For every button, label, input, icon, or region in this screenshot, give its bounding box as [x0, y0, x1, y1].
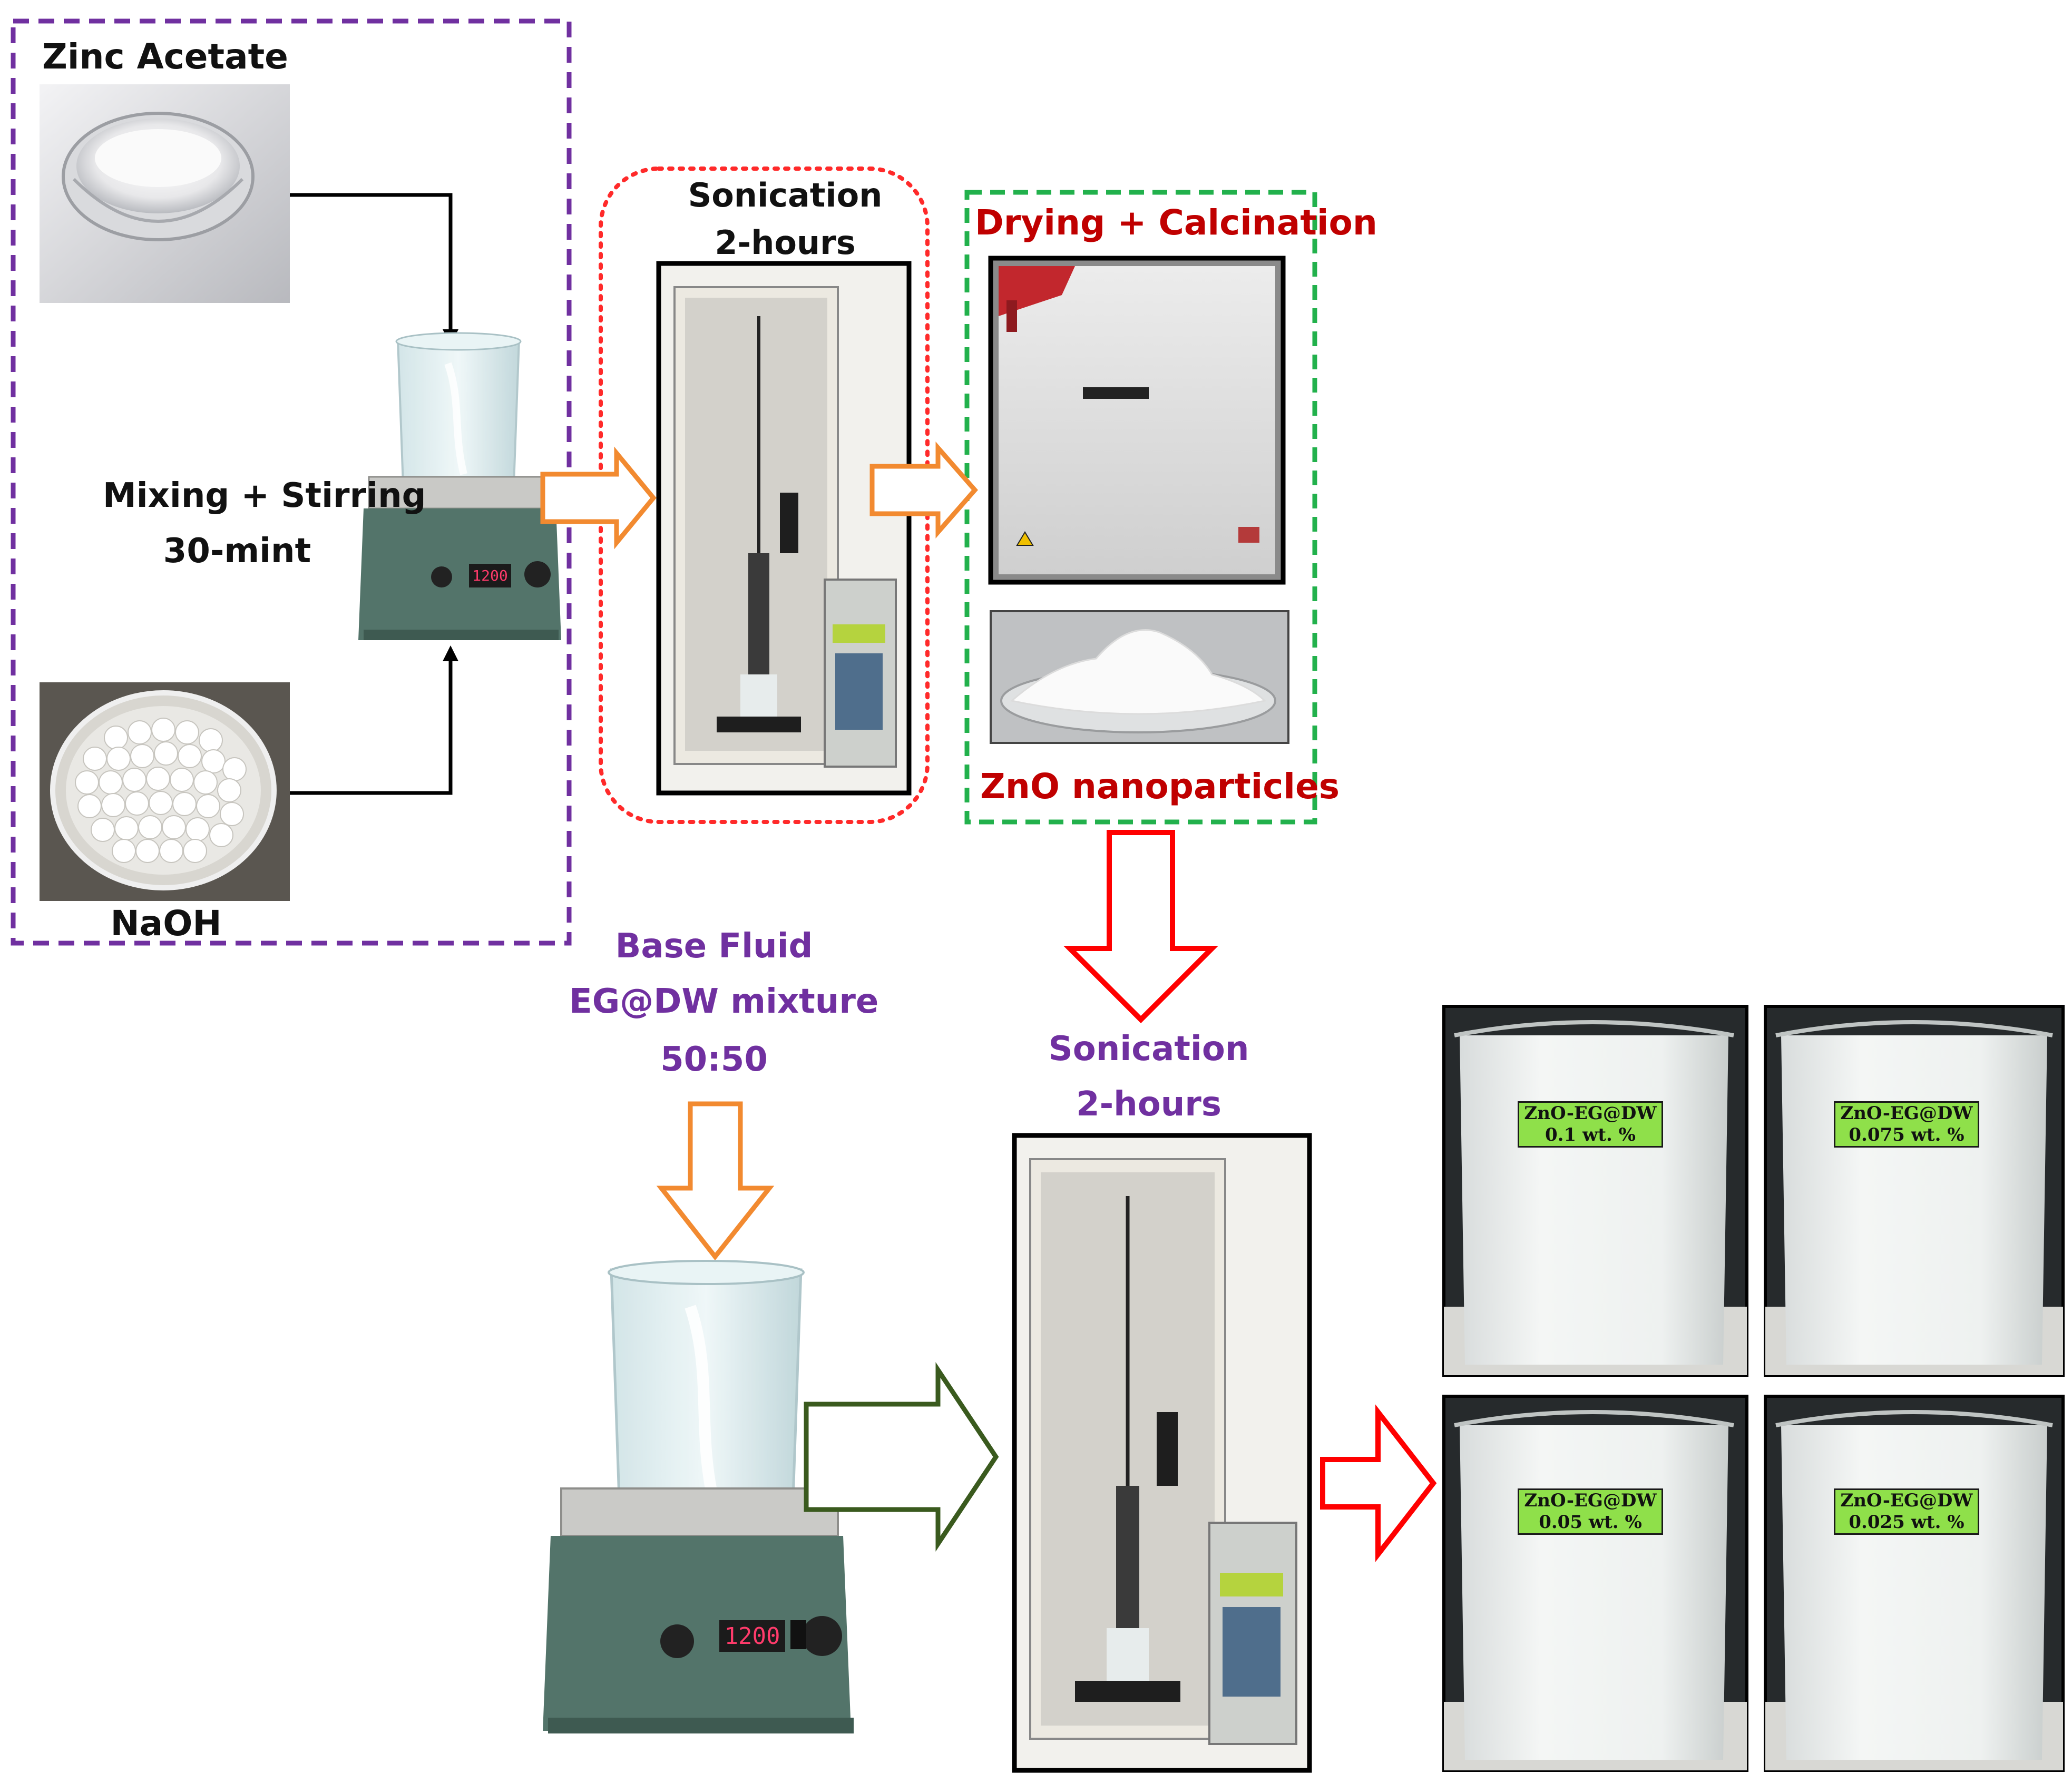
sample-name-1: ZnO-EG@DW — [1524, 1103, 1657, 1124]
stirrer-large-display: 1200 — [724, 1623, 780, 1650]
sonication1-label-line2: 2-hours — [715, 223, 856, 262]
arrow-to-drying — [869, 442, 978, 538]
drying-group-box — [964, 190, 1317, 825]
stirrer-small-display: 1200 — [472, 567, 508, 584]
sample-jar-photo-4 — [1764, 1395, 2065, 1772]
arrow-down-to-sonication2 — [1063, 830, 1219, 1024]
mixing-label-line2: 30-mint — [163, 532, 311, 571]
sample-name-3: ZnO-EG@DW — [1524, 1490, 1657, 1511]
naoh-connector-arrowhead — [443, 645, 458, 661]
sonication2-label-line1: Sonication — [1048, 1030, 1249, 1069]
zinc-connector-line — [290, 193, 453, 332]
sample-conc-3: 0.05 wt. % — [1539, 1511, 1642, 1533]
sample-conc-1: 0.1 wt. % — [1545, 1124, 1636, 1145]
sample-label-4: ZnO-EG@DW 0.025 wt. % — [1834, 1488, 1979, 1535]
sample-label-3: ZnO-EG@DW 0.05 wt. % — [1518, 1488, 1663, 1535]
arrow-to-sonication — [540, 446, 657, 550]
sonicator-photo-2 — [1012, 1133, 1312, 1773]
arrow-down-to-stirrer — [656, 1101, 775, 1261]
arrow-to-samples — [1320, 1404, 1437, 1562]
sample-jar-photo-3 — [1442, 1395, 1748, 1772]
sonication2-label-line2: 2-hours — [1076, 1085, 1221, 1124]
base-fluid-label-line2: EG@DW mixture — [569, 982, 879, 1021]
sample-conc-2: 0.075 wt. % — [1849, 1124, 1965, 1145]
sample-name-2: ZnO-EG@DW — [1840, 1103, 1973, 1124]
naoh-connector-line — [290, 659, 453, 795]
base-fluid-label-line1: Base Fluid — [615, 927, 813, 966]
sample-jar-photo-2 — [1764, 1005, 2065, 1377]
zinc-acetate-photo — [40, 84, 290, 303]
stirrer-small — [358, 332, 561, 640]
zno-label: ZnO nanoparticles — [980, 766, 1340, 807]
sample-conc-4: 0.025 wt. % — [1849, 1511, 1965, 1533]
base-fluid-label-line3: 50:50 — [660, 1040, 768, 1079]
arrow-to-sonication2 — [804, 1362, 999, 1552]
zno-powder-photo — [990, 610, 1289, 744]
sample-label-2: ZnO-EG@DW 0.075 wt. % — [1834, 1101, 1979, 1148]
sonicator-photo-1 — [656, 261, 912, 796]
drying-label: Drying + Calcination — [975, 202, 1377, 243]
naoh-photo — [40, 682, 290, 901]
oven-photo — [988, 256, 1286, 585]
zinc-acetate-label: Zinc Acetate — [42, 36, 288, 77]
mixing-label-line1: Mixing + Stirring — [103, 476, 426, 515]
sample-label-1: ZnO-EG@DW 0.1 wt. % — [1518, 1101, 1663, 1148]
sample-name-4: ZnO-EG@DW — [1840, 1490, 1973, 1511]
sonication1-label-line1: Sonication — [688, 176, 883, 214]
sample-jar-photo-1 — [1442, 1005, 1748, 1377]
naoh-label: NaOH — [110, 903, 222, 944]
stirrer-large — [543, 1260, 854, 1733]
